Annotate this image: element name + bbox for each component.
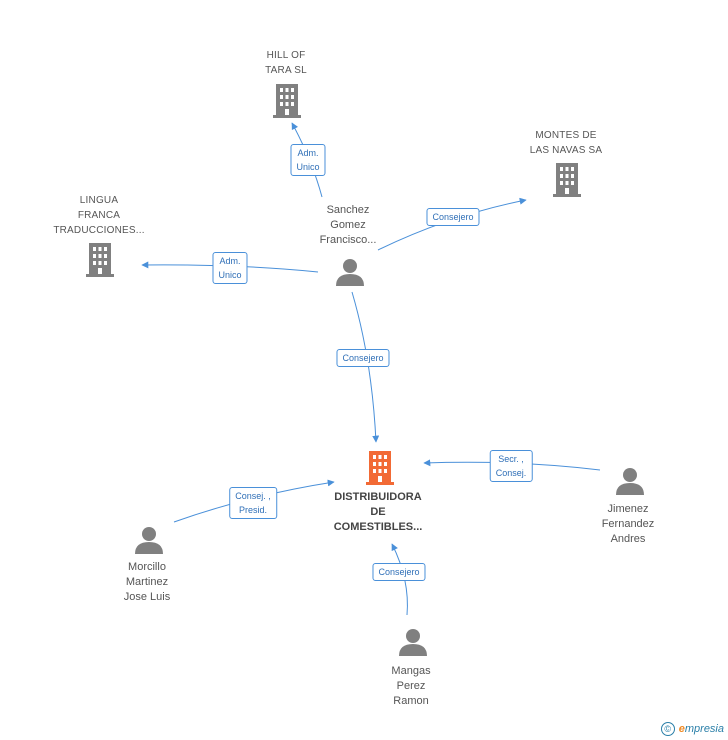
building-icon-distribuidora[interactable] — [366, 451, 394, 485]
edge-label-sanchez-distribuidora[interactable]: Consejero — [336, 349, 390, 367]
building-icon-lingua[interactable] — [86, 243, 114, 277]
node-label-distribuidora[interactable]: DISTRIBUIDORA DE COMESTIBLES... — [334, 490, 423, 535]
node-label-line: Andres — [610, 533, 646, 545]
node-label-morcillo[interactable]: Morcillo Martinez Jose Luis — [124, 560, 170, 605]
node-label-lingua[interactable]: LINGUA FRANCA TRADUCCIONES... — [53, 193, 144, 238]
node-label-line: Sanchez — [326, 204, 370, 216]
node-label-line: Ramon — [393, 695, 429, 707]
node-label-line: MONTES DE — [535, 130, 597, 141]
node-label-line: DE — [370, 506, 386, 518]
brand-logo-first: e — [678, 723, 685, 735]
edge-label-sanchez-lingua[interactable]: Adm. Unico — [212, 252, 248, 284]
edge-label-line: Adm. — [297, 148, 319, 158]
node-label-line: TRADUCCIONES... — [53, 225, 145, 236]
edge-label-sanchez-montes[interactable]: Consejero — [426, 208, 480, 226]
footer-brand[interactable]: © empresia — [660, 722, 724, 736]
edge-label-line: Consejero — [378, 567, 420, 577]
edge-label-line: Unico — [218, 270, 242, 280]
node-label-line: Perez — [396, 680, 426, 692]
building-icon-hill-of-tara[interactable] — [273, 84, 301, 118]
edge-label-line: Consej. , — [235, 491, 271, 501]
node-label-line: Gomez — [330, 219, 366, 231]
node-label-line: Mangas — [391, 665, 431, 677]
node-label-line: Fernandez — [601, 518, 655, 530]
edge-sanchez-distribuidora — [351, 291, 380, 443]
node-label-line: Martinez — [125, 576, 169, 588]
person-icon-morcillo[interactable] — [135, 527, 163, 554]
edge-label-line: Presid. — [238, 505, 267, 515]
node-label-sanchez[interactable]: Sanchez Gomez Francisco... — [320, 203, 377, 248]
node-label-mangas[interactable]: Mangas Perez Ramon — [391, 664, 430, 709]
node-label-montes[interactable]: MONTES DE LAS NAVAS SA — [530, 128, 603, 158]
building-icon-montes[interactable] — [553, 163, 581, 197]
brand-logo-rest: mpresia — [684, 723, 724, 735]
person-icon-sanchez[interactable] — [336, 259, 364, 286]
edge-label-line: Adm. — [219, 256, 241, 266]
edge-label-sanchez-hill[interactable]: Adm. Unico — [290, 144, 326, 176]
edge-label-line: Consej. — [495, 468, 527, 478]
node-label-line: Morcillo — [128, 561, 166, 573]
node-label-line: DISTRIBUIDORA — [334, 491, 422, 503]
edge-label-line: Consejero — [432, 212, 474, 222]
node-label-line: Jimenez — [607, 503, 649, 515]
node-label-jimenez[interactable]: Jimenez Fernandez Andres — [602, 502, 655, 547]
node-label-line: TARA SL — [265, 65, 307, 76]
brand-logo: empresia — [679, 723, 724, 735]
node-label-line: HILL OF — [266, 50, 306, 61]
node-label-hill-of-tara[interactable]: HILL OF TARA SL — [265, 48, 307, 78]
edge-label-line: Unico — [296, 162, 320, 172]
node-label-line: LINGUA — [79, 195, 119, 206]
edge-label-line: Secr. , — [498, 454, 524, 464]
person-icon-jimenez[interactable] — [616, 468, 644, 495]
person-icon-mangas[interactable] — [399, 629, 427, 656]
copyright-icon: © — [660, 722, 675, 736]
edge-label-line: Consejero — [342, 353, 384, 363]
node-label-line: LAS NAVAS SA — [529, 145, 603, 156]
node-label-line: Francisco... — [319, 234, 377, 246]
edge-label-morcillo-distribuidora[interactable]: Consej. , Presid. — [229, 487, 277, 519]
edge-label-mangas-distribuidora[interactable]: Consejero — [372, 563, 426, 581]
node-label-line: Jose Luis — [123, 591, 171, 603]
node-label-line: COMESTIBLES... — [333, 521, 423, 533]
node-label-line: FRANCA — [77, 210, 121, 221]
edge-label-jimenez-distribuidora[interactable]: Secr. , Consej. — [489, 450, 533, 482]
